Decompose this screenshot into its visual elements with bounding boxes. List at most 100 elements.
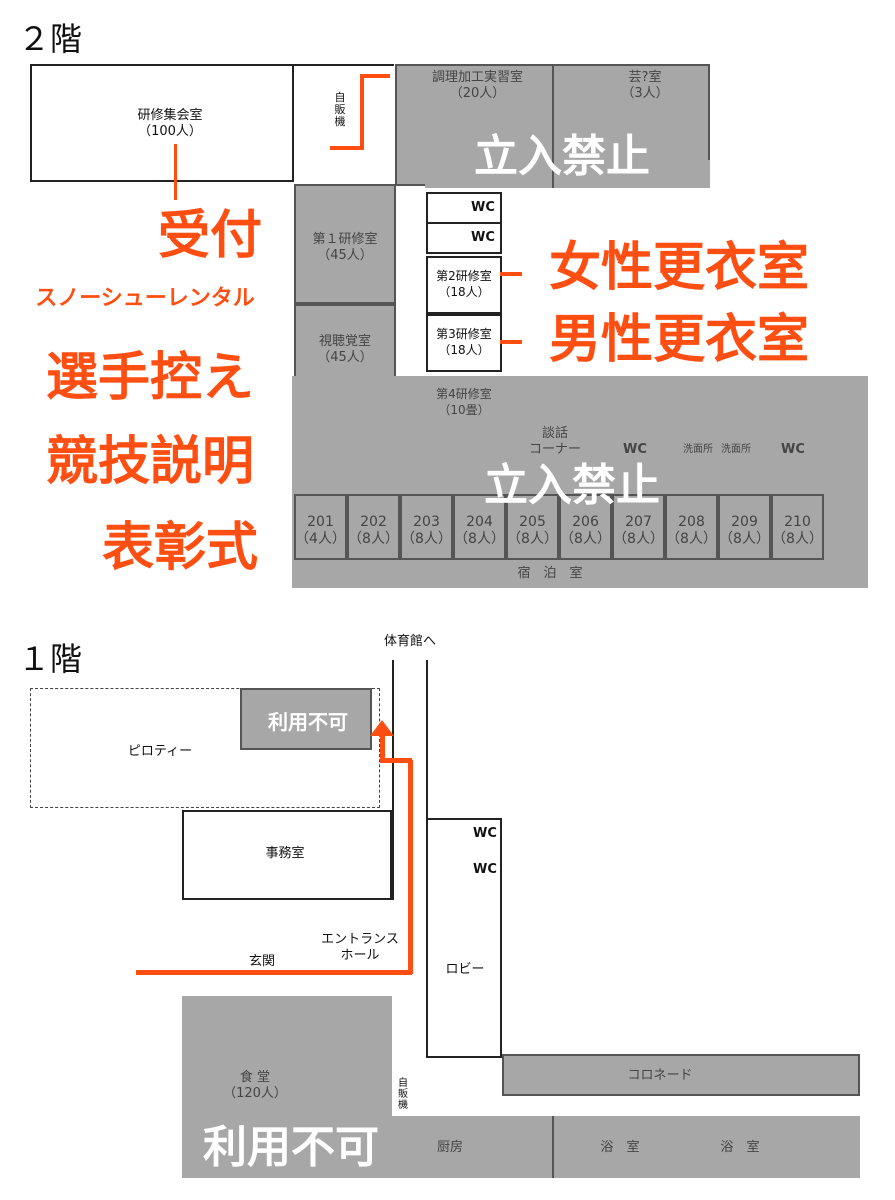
label-training-1: 第１研修室 （45人） <box>312 232 378 263</box>
label-washroom-1: 洗面所 <box>683 444 713 455</box>
bedroom: 201（4人） <box>294 494 347 560</box>
room-wc-2f-2 <box>426 222 502 254</box>
bedroom-capacity: （8人） <box>719 531 770 547</box>
bedroom-capacity: （4人） <box>295 531 346 547</box>
restricted-area-kitchen <box>182 1116 860 1178</box>
floor2-title: ２階 <box>18 20 83 58</box>
label-kitchen: 厨房 <box>436 1140 463 1155</box>
no-entry-label-2: 立入禁止 <box>484 460 660 511</box>
bedroom-capacity: （8人） <box>454 531 505 547</box>
bedroom: 210（8人） <box>771 494 824 560</box>
label-training-2: 第2研修室 （18人） <box>436 269 492 299</box>
room-training-hall <box>30 64 294 182</box>
annotation-women-changing: 女性更衣室 <box>548 238 809 298</box>
bedroom-capacity: （8人） <box>666 531 717 547</box>
label-other-room: 芸?室 （3人） <box>621 70 669 101</box>
bedroom-number: 204 <box>466 514 493 530</box>
bedroom: 208（8人） <box>665 494 718 560</box>
room-colonnade <box>502 1054 860 1096</box>
annotation-waiting: 選手控え <box>45 348 254 408</box>
bedroom-capacity: （8人） <box>401 531 452 547</box>
bedroom: 204（8人） <box>453 494 506 560</box>
route-line <box>136 970 412 975</box>
unavailable-label-1: 利用不可 <box>268 710 348 734</box>
bedroom-capacity: （8人） <box>613 531 664 547</box>
label-training-hall: 研修集会室 （100人） <box>137 108 203 139</box>
annotation-reception: 受付 <box>157 206 262 266</box>
bedroom-number: 208 <box>678 514 705 530</box>
arrow-up-icon <box>370 720 394 736</box>
label-colonnade: コロネード <box>627 1068 693 1083</box>
label-dining: 食 堂 （120人） <box>223 1070 287 1101</box>
bedroom-number: 209 <box>731 514 758 530</box>
bedroom-number: 210 <box>784 514 811 530</box>
label-cooking-room: 調理加工実習室 （20人） <box>431 70 523 101</box>
label-wc-2f-3: WC <box>623 442 647 457</box>
restricted-room-1f <box>240 688 372 750</box>
label-bath-2: 浴 室 <box>720 1140 760 1155</box>
wall <box>552 64 554 188</box>
women-pointer-line <box>500 272 522 276</box>
bedroom-number: 205 <box>519 514 546 530</box>
route-line <box>360 74 364 150</box>
route-line <box>362 74 390 78</box>
label-wc-1f-2: WC <box>473 862 497 877</box>
room-training-1 <box>294 184 396 304</box>
label-av-room: 視聴覚室 （45人） <box>317 334 373 365</box>
bedroom-capacity: （8人） <box>348 531 399 547</box>
bedroom-number: 203 <box>413 514 440 530</box>
label-wc-2f-1: WC <box>471 200 495 215</box>
unavailable-label-2: 利用不可 <box>203 1122 379 1173</box>
wall <box>392 660 394 900</box>
bedroom: 202（8人） <box>347 494 400 560</box>
label-to-gym: 体育館へ <box>383 634 436 649</box>
wall <box>294 64 394 66</box>
label-piloti: ピロティー <box>127 744 193 759</box>
bedroom: 209（8人） <box>718 494 771 560</box>
bedroom: 205（8人） <box>506 494 559 560</box>
label-lounge: 談話 コーナー <box>528 426 581 457</box>
label-wc-1f-1: WC <box>473 826 497 841</box>
annotation-men-changing: 男性更衣室 <box>548 310 809 370</box>
label-lobby: ロビー <box>445 962 485 977</box>
label-bath-1: 浴 室 <box>600 1140 640 1155</box>
wall <box>426 660 428 820</box>
men-pointer-line <box>500 340 522 344</box>
bedroom-number: 207 <box>625 514 652 530</box>
room-piloti <box>30 688 380 808</box>
label-training-3: 第3研修室 （18人） <box>436 327 492 357</box>
bedroom-number: 206 <box>572 514 599 530</box>
room-training-3 <box>426 314 502 372</box>
label-wc-2f-4: WC <box>781 442 805 457</box>
label-washroom-2: 洗面所 <box>721 444 751 455</box>
bedroom-number: 202 <box>360 514 387 530</box>
route-line <box>380 730 385 762</box>
label-wc-2f-2: WC <box>471 230 495 245</box>
annotation-ceremony: 表彰式 <box>101 518 258 578</box>
reception-pointer-line <box>174 144 177 200</box>
route-line <box>330 146 364 150</box>
annotation-briefing: 競技説明 <box>45 432 254 492</box>
floor1-title: １階 <box>18 640 83 678</box>
bedroom-capacity: （8人） <box>507 531 558 547</box>
bedroom-number: 201 <box>307 514 334 530</box>
annotation-snowshoe: スノーシューレンタル <box>35 286 255 311</box>
room-office <box>182 810 392 900</box>
room-training-2 <box>426 256 502 314</box>
room-lobby <box>426 818 502 1058</box>
label-office: 事務室 <box>265 846 305 861</box>
label-vending-1f: 自 販 機 <box>398 1078 408 1111</box>
restricted-area-top-extension <box>425 160 710 188</box>
bedroom-capacity: （8人） <box>772 531 823 547</box>
label-entrance-hall: エントランス ホール <box>321 932 399 963</box>
bedroom: 207（8人） <box>612 494 665 560</box>
bedroom-capacity: （8人） <box>560 531 611 547</box>
bedroom: 203（8人） <box>400 494 453 560</box>
route-line <box>380 758 412 763</box>
bedroom: 206（8人） <box>559 494 612 560</box>
wall <box>552 1116 554 1178</box>
no-entry-label-1: 立入禁止 <box>474 131 650 182</box>
label-vending-2f: 自 販 機 <box>334 91 346 128</box>
route-line <box>408 760 413 974</box>
